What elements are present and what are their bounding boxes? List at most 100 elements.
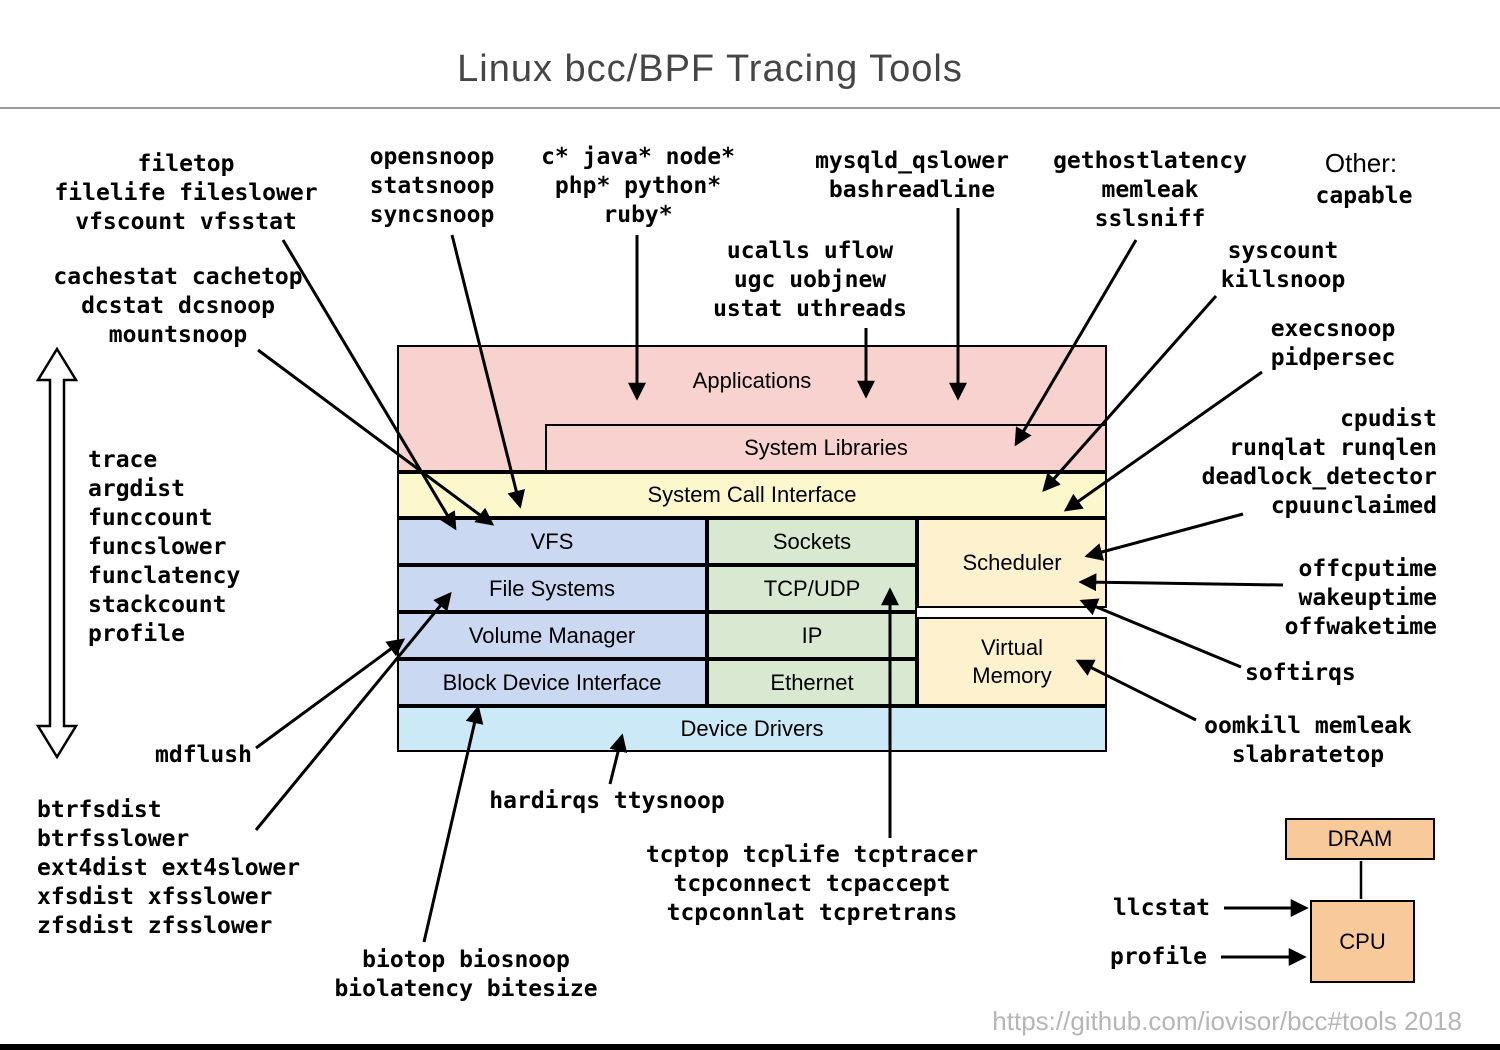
tool-label-line: btrfsdist	[37, 797, 162, 823]
tool-label-line: runqlat runqlen	[1229, 435, 1437, 461]
tool-label-line: killsnoop	[1220, 267, 1346, 293]
tool-label-line: ugc uobjnew	[733, 267, 887, 293]
box-system-call-interface-label: System Call Interface	[647, 482, 857, 508]
tool-group-lang: c* java* node*php* python*ruby*	[541, 143, 735, 230]
tool-label-line: hardirqs ttysnoop	[489, 788, 725, 814]
box-scheduler: Scheduler	[917, 518, 1107, 608]
box-cpu-label: CPU	[1339, 928, 1386, 954]
box-ethernet: Ethernet	[707, 659, 917, 706]
tool-label-line: softirqs	[1245, 660, 1356, 686]
tool-group-oomkill: oomkill memleak slabratetop	[1204, 712, 1412, 770]
box-tcp-udp-label: TCP/UDP	[763, 575, 861, 601]
box-virtual-memory-label: Virtual Memory	[972, 635, 1052, 688]
tool-group-offcpu: offcputime wakeuptime offwaketime	[1285, 555, 1437, 642]
tool-label-line: btrfsslower	[37, 826, 190, 852]
box-volume-manager: Volume Manager	[397, 612, 707, 659]
box-applications-label: Applications	[692, 368, 812, 393]
tool-label-line: opensnoop	[369, 144, 495, 170]
tool-group-open: opensnoop statsnoop syncsnoop	[370, 143, 495, 230]
box-device-drivers: Device Drivers	[397, 706, 1107, 752]
box-block-device-interface-label: Block Device Interface	[442, 669, 662, 695]
tool-label-line: funcslower	[88, 534, 227, 560]
tool-label-line: ruby*	[603, 202, 673, 228]
tool-label-line: funccount	[88, 505, 213, 531]
arrow-mdflush-to-volume-manager	[255, 638, 406, 750]
tool-label-line: c* java* node*	[541, 144, 735, 170]
tool-label-line: argdist	[88, 476, 185, 502]
box-ip: IP	[707, 612, 917, 659]
tool-label-line: vfscount vfsstat	[75, 209, 297, 235]
tool-label-line: profile	[88, 621, 185, 647]
tool-label-line: mdflush	[155, 742, 252, 768]
tool-group-mdflush: mdflush	[155, 741, 252, 770]
tool-group-softirqs: softirqs	[1245, 659, 1356, 688]
box-file-systems-label: File Systems	[489, 575, 615, 601]
box-system-call-interface: System Call Interface	[397, 472, 1107, 518]
tool-group-generic: trace argdist funccount funcslower funclaten…	[88, 446, 240, 649]
box-system-libraries: System Libraries	[545, 424, 1107, 472]
tool-label-line: execsnoop	[1270, 316, 1396, 342]
tool-label-line: oomkill memleak	[1204, 713, 1412, 739]
tool-group-execsnoop: execsnoop pidpersec	[1271, 315, 1396, 373]
title-divider	[0, 107, 1500, 109]
box-sockets: Sockets	[707, 518, 917, 565]
bottom-bar	[0, 1044, 1500, 1050]
box-block-device-interface: Block Device Interface	[397, 659, 707, 706]
tool-label-line: filetop	[137, 151, 235, 177]
arrow-offcputime-to-scheduler	[1078, 573, 1284, 592]
tool-label-line: dcstat dcsnoop	[81, 293, 275, 319]
box-vfs-label: VFS	[530, 528, 574, 554]
tool-label-line: offcputime	[1298, 556, 1437, 582]
tool-label-line: funclatency	[88, 563, 241, 589]
tool-label-line: cpudist	[1340, 406, 1437, 432]
page-title: Linux bcc/BPF Tracing Tools	[457, 48, 963, 90]
tool-group-other: capable	[1316, 182, 1413, 211]
tool-label-line: stackcount	[88, 592, 227, 618]
box-scheduler-label: Scheduler	[962, 550, 1062, 576]
tool-label-line: mountsnoop	[108, 322, 248, 348]
tool-label-line: ext4dist ext4slower	[37, 855, 301, 881]
box-volume-manager-label: Volume Manager	[468, 622, 636, 648]
tool-label-line: capable	[1315, 183, 1413, 209]
tool-label-line: syncsnoop	[369, 202, 495, 228]
tool-group-llcstat: llcstat	[1113, 894, 1210, 923]
tool-group-filesystems: btrfsdist btrfsslower ext4dist ext4slower x…	[37, 796, 300, 941]
tool-label-line: tcpconnect tcpaccept	[673, 871, 951, 897]
tool-group-profile-hw: profile	[1110, 943, 1207, 972]
tool-label-line: wakeuptime	[1298, 585, 1437, 611]
tool-group-hardirqs: hardirqs ttysnoop	[489, 787, 724, 816]
tool-label-line: ucalls uflow	[726, 238, 894, 264]
box-ip-label: IP	[801, 622, 823, 648]
box-tcp-udp: TCP/UDP	[707, 565, 917, 612]
box-virtual-memory: Virtual Memory	[917, 617, 1107, 706]
footer-url: https://github.com/iovisor/bcc#tools 201…	[992, 1006, 1462, 1036]
kernel-span-double-arrow	[35, 346, 79, 760]
box-vfs: VFS	[397, 518, 707, 565]
box-system-libraries-label: System Libraries	[744, 435, 908, 461]
tool-label-line: slabratetop	[1231, 742, 1385, 768]
box-cpu: CPU	[1310, 900, 1415, 983]
box-dram-label: DRAM	[1327, 826, 1393, 852]
tool-label-line: statsnoop	[369, 173, 495, 199]
tool-label-line: cachestat cachetop	[53, 264, 303, 290]
tool-label-line: mysqld_qslower	[815, 148, 1009, 174]
tool-label-line: xfsdist xfsslower	[37, 884, 273, 910]
box-sockets-label: Sockets	[772, 528, 852, 554]
tool-label-line: memleak	[1101, 177, 1199, 203]
tool-label-line: trace	[88, 447, 158, 473]
tool-group-cache: cachestat cachetop dcstat dcsnoop mountsno…	[53, 263, 302, 350]
tool-label-line: pidpersec	[1270, 345, 1396, 371]
tool-label-line: gethostlatency	[1053, 148, 1247, 174]
tool-label-line: offwaketime	[1284, 614, 1437, 640]
tool-label-line: llcstat	[1113, 895, 1210, 921]
tool-label-line: profile	[1110, 944, 1207, 970]
tool-label-line: biolatency bitesize	[334, 976, 598, 1002]
